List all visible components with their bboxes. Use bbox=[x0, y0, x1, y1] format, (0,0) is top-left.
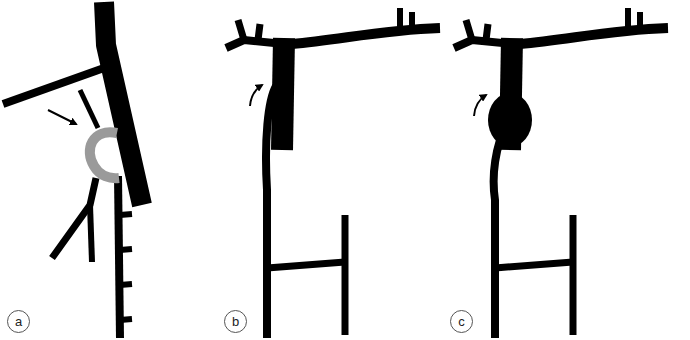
panel-letter: c bbox=[458, 315, 465, 328]
panel-letter-circle: a bbox=[7, 310, 30, 333]
panel-letter: a bbox=[15, 315, 22, 328]
panel-letter-circle: b bbox=[224, 310, 247, 333]
panel-letter: b bbox=[232, 315, 239, 328]
panel-letter-circle: c bbox=[450, 310, 473, 333]
